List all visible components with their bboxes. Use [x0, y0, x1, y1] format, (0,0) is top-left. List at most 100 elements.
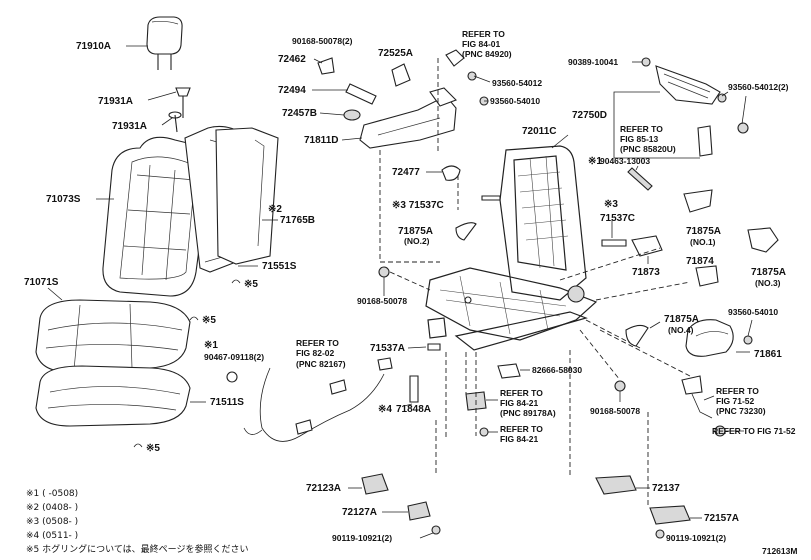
label-72750D: 72750D: [572, 110, 607, 121]
label-ref8421e: FIG 84-21: [500, 434, 539, 444]
label-93560a: 93560-54012: [492, 78, 542, 88]
label-ref8202a: REFER TO: [296, 338, 339, 348]
clip-90467: [226, 371, 238, 383]
part-72137: [595, 475, 637, 495]
label-90119a: 90119-10921(2): [332, 533, 392, 543]
label-ref8513a: REFER TO: [620, 124, 663, 134]
part-71861: [685, 319, 734, 357]
leader-72457B: [319, 112, 345, 116]
footnote-1: ※1 ( -0508): [26, 489, 78, 499]
leader-71811D: [341, 137, 363, 141]
label-90168b: 90168-50078: [357, 296, 407, 306]
leader-90119a: [419, 532, 434, 539]
hog-ring-5b: [189, 316, 199, 321]
leader-90463: [635, 165, 639, 171]
label-ref8513c: (PNC 85820U): [620, 144, 676, 154]
leader-71875A-no4: [649, 321, 661, 329]
part-71875A-no2: [455, 222, 477, 241]
label-90463: 90463-13003: [600, 156, 650, 166]
lumbar-parts-drawing: [641, 57, 749, 157]
seat-cushion-cover-drawing: [35, 299, 191, 373]
label-71931A-2: 71931A: [112, 121, 147, 132]
dashed-line-8: [579, 329, 621, 381]
label-72462: 72462: [278, 54, 306, 65]
screw-90119b: [655, 529, 665, 539]
seat-cushion-pad-drawing: [35, 365, 191, 427]
label-90467: 90467-09118(2): [204, 352, 264, 362]
leader-93560d: [747, 319, 753, 337]
label-71861: 71861: [754, 349, 782, 360]
label-ref8513b: FIG 85-13: [620, 134, 659, 144]
part-82666: [497, 363, 521, 379]
dashed-lines-center: [445, 352, 477, 440]
label-71537C-a: ※3 71537C: [392, 200, 444, 211]
label-93560d: 93560-54010: [728, 307, 778, 317]
part-71537A: [427, 343, 441, 351]
leader-93560c-2: [741, 95, 747, 125]
hog-ring-5a: [231, 279, 241, 284]
wire-harness-drawing: [243, 357, 393, 442]
label-71537A: 71537A: [370, 343, 405, 354]
screw-90119a: [431, 525, 441, 535]
label-ref8202b: FIG 82-02: [296, 348, 335, 358]
leader-71931A-1: [147, 91, 177, 101]
label-72477: 72477: [392, 167, 420, 178]
label-71874: 71874: [686, 256, 714, 267]
footnote-3: ※3 (0508- ): [26, 517, 78, 527]
seatback-board-drawing: [215, 127, 279, 265]
label-ref7152d: REFER TO FIG 71-52: [712, 426, 796, 436]
label-90168a: 90168-50078(2): [292, 36, 353, 46]
label-ref8401b: FIG 84-01: [462, 39, 501, 49]
label-note1: ※1: [204, 340, 218, 351]
headrest-drawing: [146, 16, 191, 133]
label-71875A-no1: 71875A: [686, 226, 721, 237]
label-note3b: ※3: [604, 199, 618, 210]
label-ref8421a: REFER TO: [500, 388, 543, 398]
part-72127A: [407, 501, 431, 521]
label-note1b: ※1: [588, 156, 602, 167]
label-93560b: 93560-54010: [490, 96, 540, 106]
part-71874: [695, 265, 719, 287]
label-72137: 72137: [652, 483, 680, 494]
label-93560c: 93560-54012(2): [728, 82, 789, 92]
footnote-2: ※2 (0408- ): [26, 503, 78, 513]
seatback-cover-drawing: [102, 136, 211, 297]
hog-ring-5c: [133, 443, 143, 448]
part-71875A-no4: [625, 324, 649, 347]
dashed-line-6: [595, 281, 691, 301]
part-71873: [631, 235, 663, 257]
label-90119b: 90119-10921(2): [666, 533, 726, 543]
label-90168c: 90168-50078: [590, 406, 640, 416]
footnote-5: ※5 ホグリングについては、最終ページを参照ください: [26, 543, 249, 555]
leader-ref-7152: [703, 395, 715, 401]
leader-71537A: [407, 346, 427, 349]
label-note2: ※2: [268, 204, 282, 215]
leader-93560c: [721, 91, 729, 97]
label-71511S: 71511S: [210, 397, 244, 408]
label-71931A-1: 71931A: [98, 96, 133, 107]
leader-71071S: [47, 287, 63, 301]
label-ref8401a: REFER TO: [462, 29, 505, 39]
bolt-90168c: [614, 380, 626, 392]
label-71765B: 71765B: [280, 215, 315, 226]
part-71537C-b: [601, 239, 627, 247]
label-ref8202c: (PNC 82167): [296, 359, 346, 369]
label-72494: 72494: [278, 85, 306, 96]
dashed-line-5: [559, 247, 661, 281]
dashed-line-4: [389, 271, 431, 291]
label-72157A: 72157A: [704, 513, 739, 524]
label-71071S: 71071S: [24, 277, 59, 288]
part-71875A-no1: [683, 189, 713, 213]
part-72157A: [649, 505, 691, 525]
label-note4: ※4: [378, 404, 392, 415]
part-72123A: [361, 473, 389, 495]
leader-71931A-2: [161, 117, 173, 126]
label-71875A-no3: 71875A: [751, 267, 786, 278]
label-72525A: 72525A: [378, 48, 413, 59]
leader-72011C: [551, 134, 569, 149]
label-72123A: 72123A: [306, 483, 341, 494]
bolt-71848A: [409, 375, 419, 403]
label-71910A: 71910A: [76, 41, 111, 52]
